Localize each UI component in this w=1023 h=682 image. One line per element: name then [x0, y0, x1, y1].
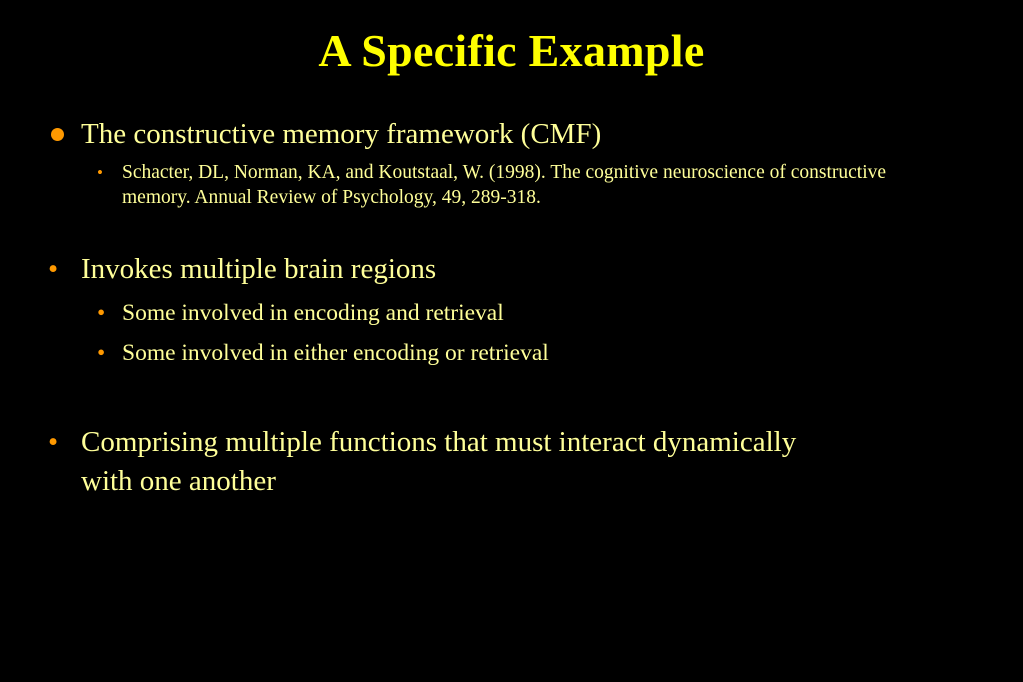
bullet-item: • Invokes multiple brain regions: [48, 250, 948, 289]
sub-bullet-item: • Schacter, DL, Norman, KA, and Koutstaa…: [97, 160, 917, 210]
bullet-dot-icon: •: [48, 253, 59, 285]
bullet-dot-icon: •: [97, 340, 106, 366]
bullet-text: Invokes multiple brain regions: [81, 253, 437, 285]
bullet-text: The constructive memory framework (CMF): [81, 118, 602, 150]
slide-title: A Specific Example: [318, 25, 705, 76]
bullet-item: The constructive memory framework (CMF): [48, 115, 948, 154]
bullet-dot-icon: •: [97, 163, 103, 182]
bullet-dot-icon: •: [97, 300, 106, 326]
sub-bullet-text: Some involved in encoding and retrieval: [122, 300, 504, 326]
bullet-item: • Comprising multiple functions that mus…: [48, 423, 808, 501]
sub-bullet-item: • Some involved in encoding and retrieva…: [97, 293, 917, 333]
sub-bullet-text: Some involved in either encoding or retr…: [122, 340, 549, 366]
citation-text: Schacter, DL, Norman, KA, and Koutstaal,…: [122, 162, 887, 208]
sub-bullet-item: • Some involved in either encoding or re…: [97, 333, 917, 373]
bullet-text: Comprising multiple functions that must …: [81, 426, 797, 497]
bullet-dot-icon: •: [48, 426, 59, 458]
